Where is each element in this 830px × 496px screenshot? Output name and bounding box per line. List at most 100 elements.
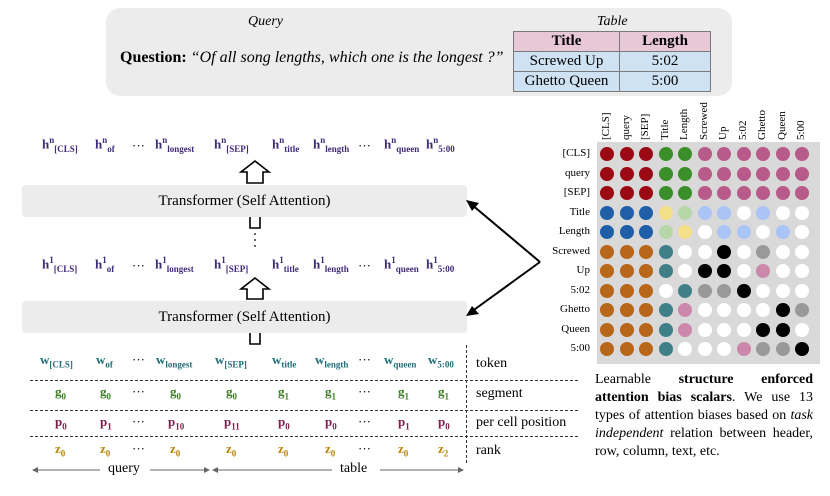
matrix-col-label: [SEP] [639,113,651,140]
matrix-row-label: [CLS] [562,147,591,159]
matrix-cell-dot [775,244,790,259]
matrix-cell-dot [678,225,692,239]
row-separator [30,410,578,411]
arrowhead-left-icon [212,467,218,473]
matrix-row-label: Title [569,205,590,218]
matrix-cell-dot [756,283,770,298]
matrix-cell-dot [795,322,809,337]
embedding-token: wlength [315,352,349,370]
matrix-cell-dot [775,322,790,337]
matrix-cell-dot [775,147,790,161]
matrix-cell-dot [619,283,634,298]
embedding-row-position: p0 p1 ··· p10 p11 p0 p0 ··· p1 p0 [0,414,470,438]
embedding-token: z0 [325,441,336,459]
embedding-token: p1 [100,414,112,432]
matrix-row-label: query [564,166,590,179]
matrix-cell-dot [775,225,790,239]
ellipsis: ··· [358,414,371,429]
embedding-token: p0 [55,414,67,432]
matrix-cell-dot [639,244,653,259]
embedding-token: p0 [438,414,450,432]
matrix-cell-dot [639,147,653,161]
matrix-cell-dot [678,244,692,259]
matrix-cell-dot [717,244,731,259]
matrix-cell-dot [717,147,731,161]
matrix-cell-dot [658,342,673,356]
matrix-cell-dot [619,342,634,356]
arrowhead-right-icon [458,467,464,473]
matrix-cell-dot [678,166,692,181]
ellipsis: ··· [358,384,371,399]
matrix-cell-dot [658,244,673,259]
embedding-row-rank: z0 z0 ··· z0 z0 z0 z0 ··· z0 z2 [0,441,470,465]
label-rank: rank [476,443,501,458]
embedding-token: z0 [100,441,111,459]
matrix-cell-dot [697,225,712,239]
matrix-cell-dot [756,186,770,200]
matrix-cell-dot [639,225,653,239]
ellipsis: ··· [132,138,145,153]
matrix-cell-dot [717,322,731,337]
table-header-title: Title [513,31,620,52]
hidden-token: hnqueen [384,135,420,154]
matrix-cell-dot [639,205,653,220]
transformer-block-top: Transformer (Self Attention) [22,185,467,217]
matrix-cell-dot [795,225,809,239]
question-label: Question: [120,49,187,66]
up-arrow-icon [238,159,272,184]
matrix-cell-dot [795,147,809,161]
matrix-cell-dot [600,322,614,337]
matrix-row-label: [SEP] [563,186,590,198]
query-extent-label: query [108,461,140,476]
question-text: “Of all song lengths, which one is the l… [190,49,504,66]
table-cell: 5:00 [619,71,711,92]
matrix-cell-dot [658,186,673,200]
embedding-token: z0 [398,441,409,459]
matrix-cell-dot [600,303,614,317]
matrix-cell-dot [795,264,809,278]
hidden-token: h1of [95,255,115,274]
embedding-row-token: w[CLS] wof ··· wlongest w[SEP] wtitle wl… [0,352,470,376]
embedding-token: p11 [224,414,240,432]
matrix-col-label: query [619,114,632,140]
matrix-col-label: 5:02 [736,120,749,140]
matrix-cell-dot [717,225,731,239]
ellipsis: ··· [132,414,145,429]
matrix-cell-dot [775,186,790,200]
matrix-col-label: Queen [775,111,788,140]
matrix-cell-dot [678,283,692,298]
matrix-cell-dot [756,322,770,337]
ellipsis: ··· [132,352,145,367]
matrix-cell-dot [678,186,692,200]
embedding-token: p0 [325,414,337,432]
matrix-cell-dot [678,264,692,278]
matrix-cell-dot [697,205,712,220]
matrix-cell-dot [756,303,770,317]
matrix-cell-dot [795,342,809,356]
matrix-cell-dot [697,342,712,356]
matrix-cell-dot [658,225,673,239]
matrix-cell-dot [619,244,634,259]
matrix-col-label: Title [658,119,671,140]
embedding-token: g0 [100,384,111,402]
label-separator [466,345,467,463]
embedding-row-segment: g0 g0 ··· g0 g0 g1 g1 ··· g1 g1 [0,384,470,408]
ellipsis: ··· [358,258,371,273]
embedding-token: w[CLS] [40,352,73,370]
hidden-token: h1queen [384,255,419,274]
matrix-cell-dot [756,147,770,161]
embedding-token: wqueen [384,352,417,370]
hidden-token: h1longest [155,255,194,274]
table-header-length: Length [619,31,711,52]
embedding-token: g0 [170,384,181,402]
matrix-cell-dot [795,283,809,298]
matrix-cell-dot [697,147,712,161]
matrix-cell-dot [756,264,770,278]
embedding-token: wtitle [272,352,297,370]
hidden-token: h1title [272,255,299,274]
matrix-cell-dot [736,186,751,200]
matrix-cell-dot [619,322,634,337]
query-title: Query [248,14,283,29]
matrix-caption: Learnable structure enforced attention b… [595,372,814,459]
embedding-token: p0 [278,414,290,432]
